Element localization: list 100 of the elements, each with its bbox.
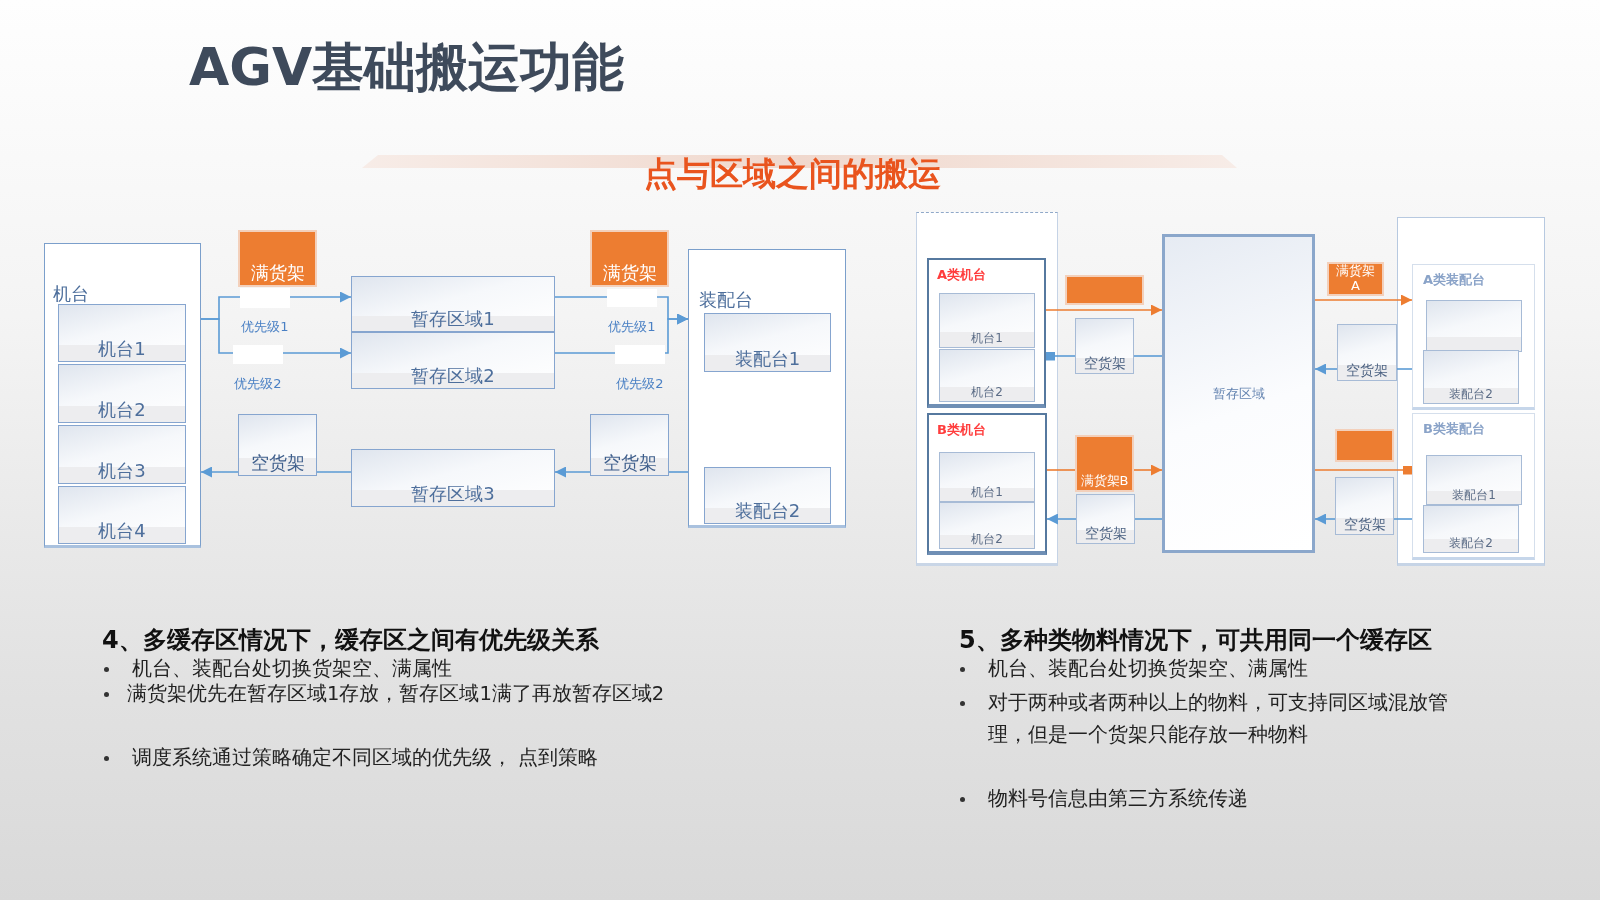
process-box (351, 449, 555, 507)
box-label: 装配台2 (1449, 537, 1493, 551)
process-box (1337, 324, 1397, 381)
group-heading: 装配台 (699, 290, 753, 311)
bullet-text: 机台、装配台处切换货架空、满属性 (988, 657, 1308, 681)
connector-line (1133, 355, 1163, 357)
box-label: 机台3 (98, 461, 146, 482)
box-label: 暂存区域2 (411, 366, 495, 387)
group-heading: A类机台 (937, 268, 987, 283)
process-box (238, 414, 317, 476)
arrow (1314, 294, 1413, 306)
box-label: 空货架 (1346, 363, 1388, 379)
group-heading: B类机台 (937, 423, 986, 438)
box-label: 满货架 (602, 263, 657, 284)
process-box (704, 313, 831, 372)
bullet-text: 调度系统通过策略确定不同区域的优先级， 点到策略 (132, 746, 599, 770)
group-box (1412, 413, 1535, 560)
connector-line (1393, 518, 1413, 520)
box-label: 空货架 (1084, 526, 1127, 542)
arrow (1314, 363, 1338, 375)
bullet-text: 满货架优先在暂存区域1存放，暂存区域1满了再放暂存区域2 (127, 682, 665, 706)
process-box (58, 364, 186, 423)
connector-line (316, 471, 352, 473)
group-box (927, 413, 1047, 555)
box-label: 装配台2 (734, 501, 801, 522)
box-label: 机台4 (98, 521, 146, 542)
tag-box (1075, 435, 1134, 492)
box-label: 装配台2 (1449, 388, 1493, 402)
group-box (1412, 264, 1535, 410)
tag-box (590, 230, 669, 287)
section-heading: 5、多种类物料情况下，可共用同一个缓存区 (959, 626, 1432, 655)
process-box (58, 304, 186, 362)
box-label: 机台2 (971, 533, 1003, 547)
process-box (939, 293, 1035, 348)
connector-line (1396, 368, 1413, 370)
process-box (1426, 455, 1522, 505)
box-label: 机台1 (98, 339, 146, 360)
group-heading: 机台 (53, 284, 89, 305)
process-box (1423, 505, 1519, 553)
box-label: 满货架A (1335, 264, 1376, 294)
edge-label: 优先级1 (608, 319, 656, 335)
process-box (351, 332, 555, 389)
box-label: 装配台1 (734, 349, 801, 370)
section-heading: 4、多缓存区情况下，缓存区之间有优先级关系 (102, 626, 599, 655)
edge-label: 优先级1 (241, 319, 289, 335)
box-label: 空货架 (1083, 356, 1126, 372)
process-box (58, 425, 186, 484)
arrow (1133, 464, 1163, 476)
group-heading: A类装配台 (1423, 273, 1486, 288)
box-label: 暂存区域3 (411, 484, 495, 505)
process-box (1335, 477, 1394, 535)
process-box (1423, 350, 1519, 404)
process-box (1076, 494, 1135, 544)
connector-line (668, 471, 689, 473)
box-label: 装配台1 (1452, 489, 1496, 503)
tag-box (238, 230, 317, 287)
process-box (1075, 318, 1134, 374)
arrow (1045, 304, 1163, 316)
process-box (58, 486, 186, 544)
edge-label: 优先级2 (234, 376, 282, 392)
process-box (939, 349, 1035, 402)
buffer-zone-box (1162, 234, 1315, 553)
box-label: 满货架 (250, 263, 305, 284)
box-label: 暂存区域 (1212, 386, 1265, 401)
bullet-text: 机台、装配台处切换货架空、满属性 (132, 657, 452, 681)
container-box (688, 249, 846, 528)
bullet-text: 物料号信息由第三方系统传递 (988, 787, 1248, 811)
tag-box (1335, 429, 1394, 462)
group-box (927, 258, 1046, 408)
process-box (351, 276, 555, 332)
box-label: 空货架 (602, 453, 657, 474)
process-box (590, 414, 669, 476)
connector-line (1046, 469, 1076, 471)
box-label: 空货架 (1343, 517, 1386, 533)
arrow (1314, 513, 1336, 525)
bullet-text: 对于两种或者两种以上的物料，可支持同区域混放管理，但是一个货架只能存放一种物料 (988, 690, 1449, 748)
arrow (1046, 513, 1077, 525)
box-label: 机台2 (971, 386, 1003, 400)
box-label: 机台2 (98, 400, 146, 421)
group-heading: B类装配台 (1423, 422, 1485, 437)
slide-title: AGV基础搬运功能 (189, 38, 625, 98)
section-heading: 点与区域之间的搬运 (643, 155, 941, 193)
arrow (554, 466, 591, 478)
process-box (939, 502, 1035, 549)
connector-line (1134, 518, 1163, 520)
process-box (704, 467, 831, 524)
container-box (916, 212, 1058, 566)
box-label: 机台1 (971, 332, 1003, 346)
process-box (939, 452, 1035, 502)
container-box (1397, 217, 1545, 566)
box-label: 暂存区域1 (411, 309, 495, 330)
tag-box (1327, 262, 1384, 296)
box-label: 机台1 (971, 486, 1003, 500)
box-label: 满货架B (1080, 474, 1129, 489)
process-box (1426, 300, 1522, 352)
box-label: 空货架 (250, 453, 305, 474)
edge-label: 优先级2 (616, 376, 664, 392)
arrow (200, 466, 239, 478)
container-box (44, 243, 201, 548)
tag-box (1065, 275, 1144, 305)
